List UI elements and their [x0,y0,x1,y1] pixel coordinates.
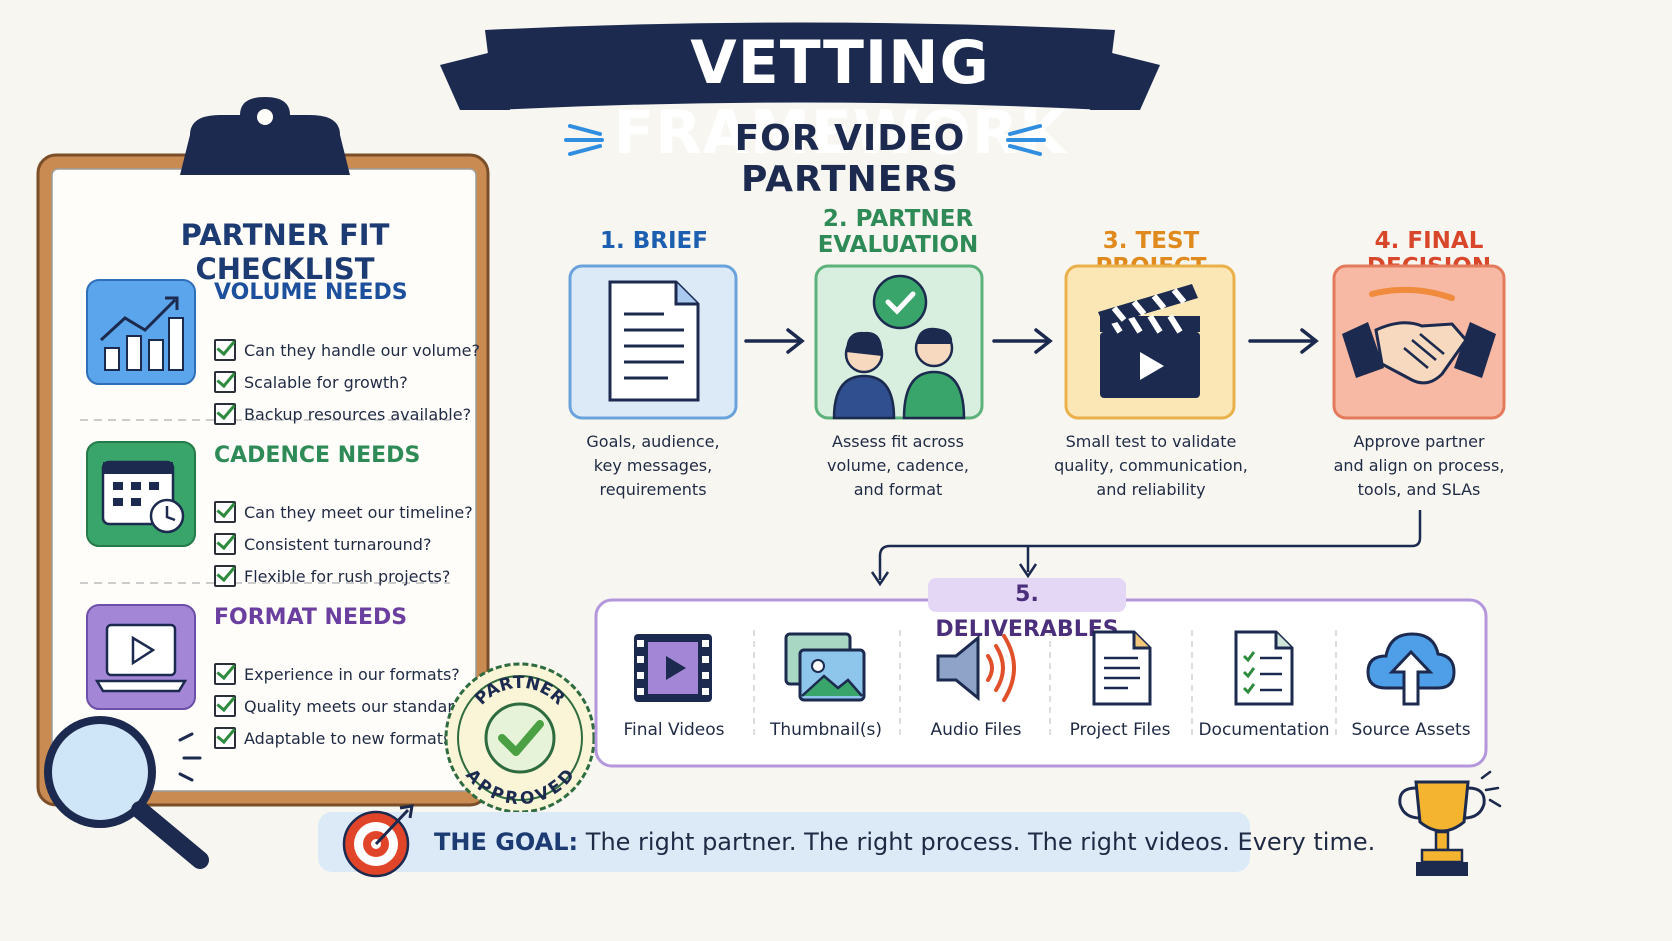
arrow-right-icon [1248,328,1319,354]
section-title-cadence: CADENCE NEEDS [214,443,421,468]
arrow-right-icon [744,328,805,354]
arrow-right-icon [992,328,1053,354]
checklist-item[interactable]: Experience in our formats? [214,658,472,690]
evaluation-people-icon [814,264,984,420]
sparkle-right-icon [1006,124,1046,156]
magnifier-icon [44,716,209,869]
clapperboard-icon [1064,264,1236,420]
step-title-brief: 1. BRIEF [600,228,708,254]
checklist-title: PARTNER FIT CHECKLIST [180,218,390,286]
goal-bar [318,812,1250,872]
deliverable-label: Audio Files [930,720,1022,740]
checklist-item[interactable]: Scalable for growth? [214,366,480,398]
deliverable-label: Thumbnail(s) [769,720,883,740]
cloud-upload-icon [1366,632,1456,706]
approved-stamp: PARTNER APPROVED [444,662,596,814]
document-icon [1092,630,1152,706]
checkbox-checked-icon [214,533,236,555]
target-icon [342,804,414,878]
checklist-item[interactable]: Consistent turnaround? [214,528,473,560]
step-title-evaluation: 2. PARTNER EVALUATION [817,206,979,258]
brief-document-icon [568,264,738,420]
checklist-doc-icon [1234,630,1294,706]
checklist-item[interactable]: Adaptable to new formats? [214,722,472,754]
checklist-item[interactable]: Can they meet our timeline? [214,496,473,528]
title-banner [440,22,1160,110]
video-laptop-icon [86,604,196,710]
checkbox-checked-icon [214,695,236,717]
speaker-icon [936,634,1016,702]
checkbox-checked-icon [214,727,236,749]
checkbox-checked-icon [214,403,236,425]
checklist-item[interactable]: Quality meets our standard? [214,690,472,722]
goal-statement: THE GOAL: The right partner. The right p… [434,828,1375,856]
step-desc-brief: Goals, audience,key messages,requirement… [586,432,720,499]
checkbox-checked-icon [214,371,236,393]
page-title: VETTING FRAMEWORK [613,28,1067,168]
checkbox-checked-icon [214,565,236,587]
deliverable-label: Final Videos [623,720,725,740]
deliverable-label: Documentation [1198,720,1330,740]
image-stack-icon [784,632,866,702]
handshake-icon [1332,264,1506,420]
growth-chart-icon [86,279,196,385]
deliverable-label: Project Files [1069,720,1171,740]
checkbox-checked-icon [214,663,236,685]
film-strip-icon [634,634,712,702]
checklist-item[interactable]: Can they handle our volume? [214,334,480,366]
section-title-volume: VOLUME NEEDS [214,280,408,305]
checkbox-checked-icon [214,339,236,361]
section-title-format: FORMAT NEEDS [214,605,408,630]
checklist-item[interactable]: Backup resources available? [214,398,480,430]
flow-connector [870,510,1422,587]
checklist-item[interactable]: Flexible for rush projects? [214,560,473,592]
deliverables-header: 5. DELIVERABLES [928,578,1126,642]
page-subtitle: FOR VIDEO PARTNERS [734,118,966,200]
trophy-icon [1398,770,1502,876]
goal-label: THE GOAL: [434,828,579,856]
calendar-clock-icon [86,441,196,547]
sparkle-left-icon [564,124,604,156]
deliverable-label: Source Assets [1351,720,1471,740]
goal-text: The right partner. The right process. Th… [585,828,1376,856]
checkbox-checked-icon [214,501,236,523]
